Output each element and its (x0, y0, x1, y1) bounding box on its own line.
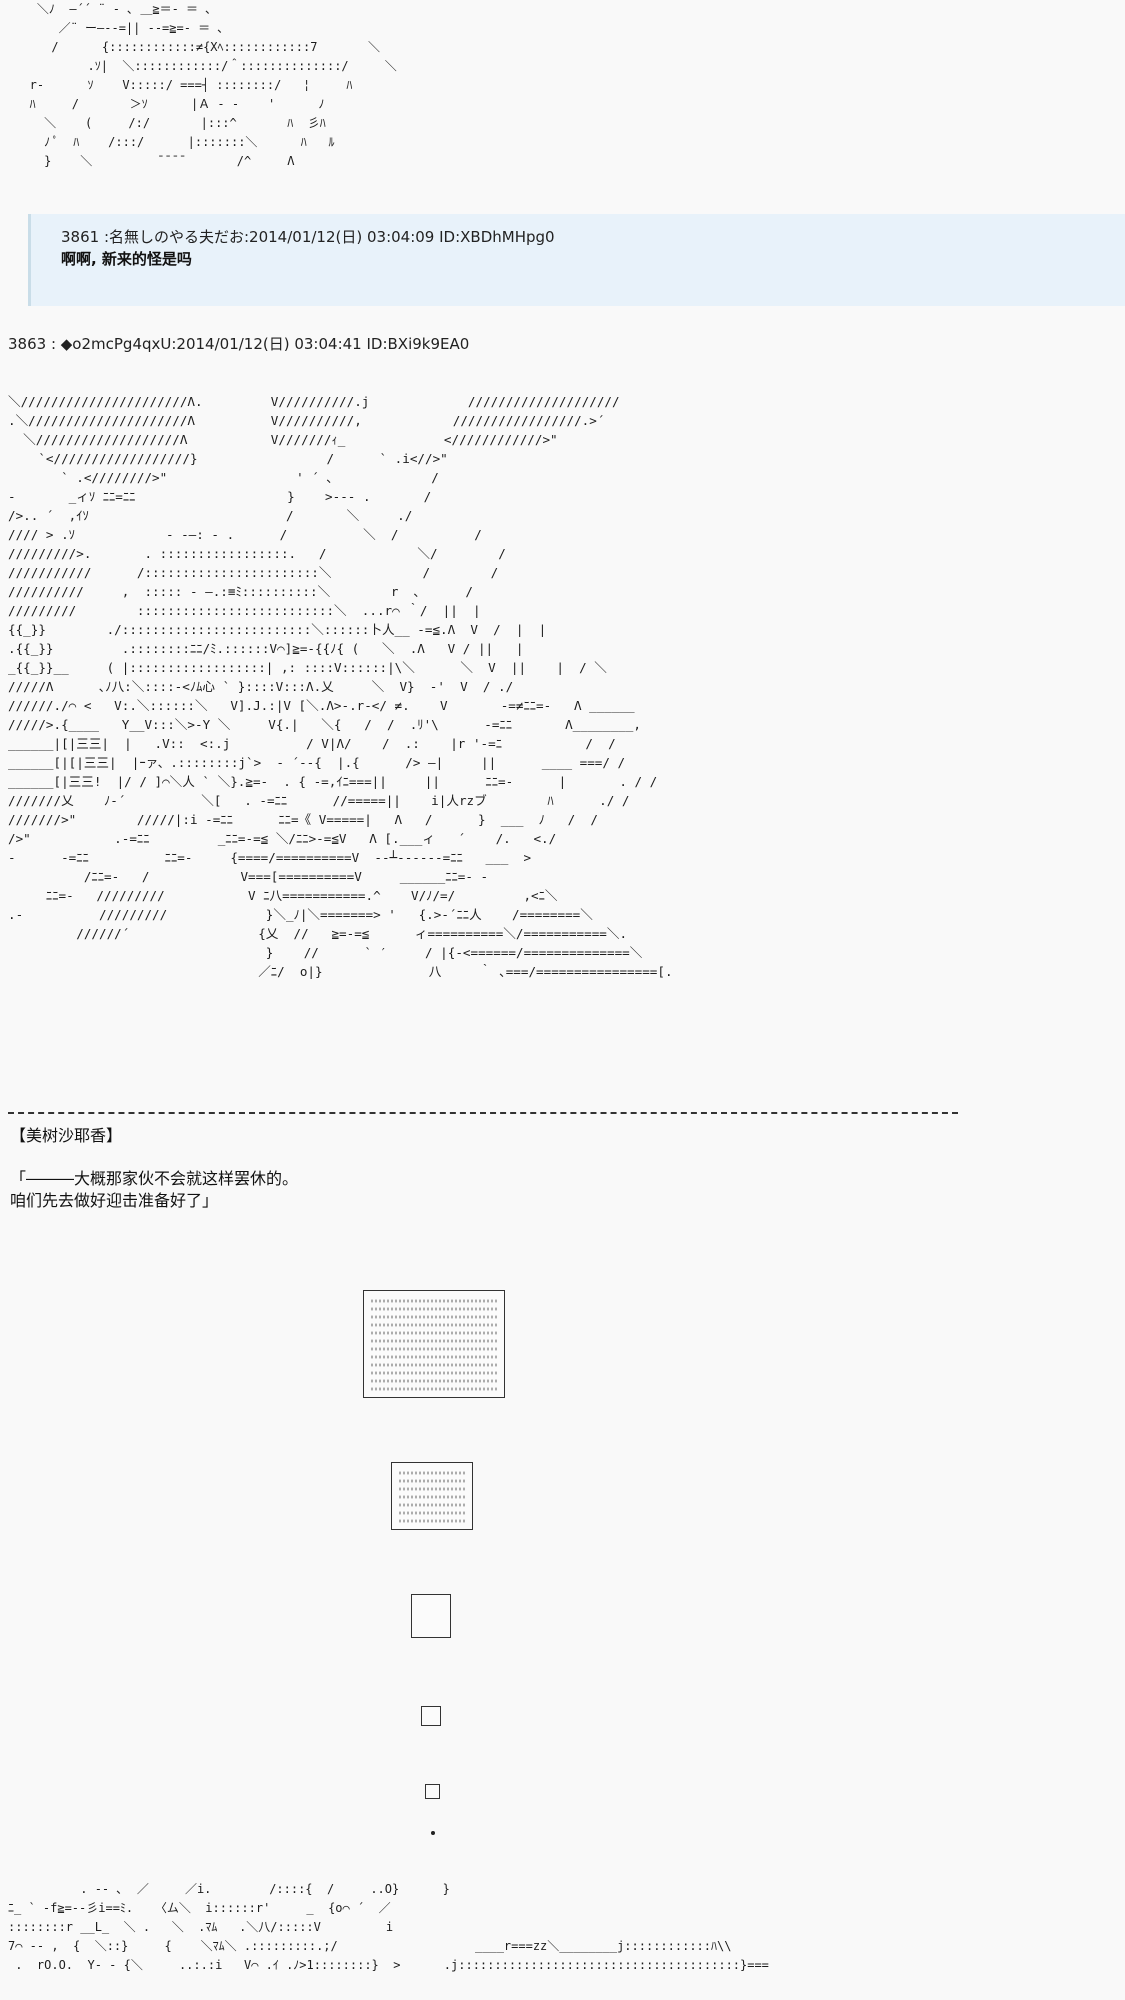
speaker-label: 【美树沙耶香】 (10, 1126, 123, 1145)
shrinking-box-2 (391, 1462, 473, 1530)
ascii-art-bottom: . ‐‐ ､ ／ ／i. /::::{ / ..O} } ﾆ_ ` ‐f≧=‐‐… (8, 1882, 769, 1972)
quoted-post-body: 啊啊, 新来的怪是吗 (61, 250, 192, 268)
speech-line-2: 咱们先去做好迎击准备好了」 (10, 1191, 219, 1210)
shrinking-box-4 (421, 1706, 441, 1726)
ascii-art-top: ＼ﾉ ―´´ ¨ ‐ ､ ＿≧＝‐ ＝ ､ ／¨ ー―‐‐=|| ‐‐=≧=‐ … (29, 2, 397, 168)
speech-line-1: 「―――大概那家伙不会就这样罢休的。 (10, 1169, 299, 1188)
shrinking-box-3 (411, 1594, 451, 1638)
quoted-post-header: 3861 :名無しのやる夫だお:2014/01/12(日) 03:04:09 I… (61, 228, 555, 246)
divider (8, 1112, 958, 1114)
shrinking-box-5 (425, 1784, 440, 1799)
quoted-post: 3861 :名無しのやる夫だお:2014/01/12(日) 03:04:09 I… (28, 214, 1125, 306)
speech-text: 「―――大概那家伙不会就这样罢休的。 咱们先去做好迎击准备好了」 (10, 1168, 298, 1212)
final-dot (431, 1831, 435, 1835)
ascii-art-main: ＼//////////////////////Λ. V//////////.j … (8, 394, 673, 979)
shrinking-box-1 (363, 1290, 505, 1398)
main-post-header: 3863 : ◆o2mcPg4qxU:2014/01/12(日) 03:04:4… (8, 335, 470, 353)
